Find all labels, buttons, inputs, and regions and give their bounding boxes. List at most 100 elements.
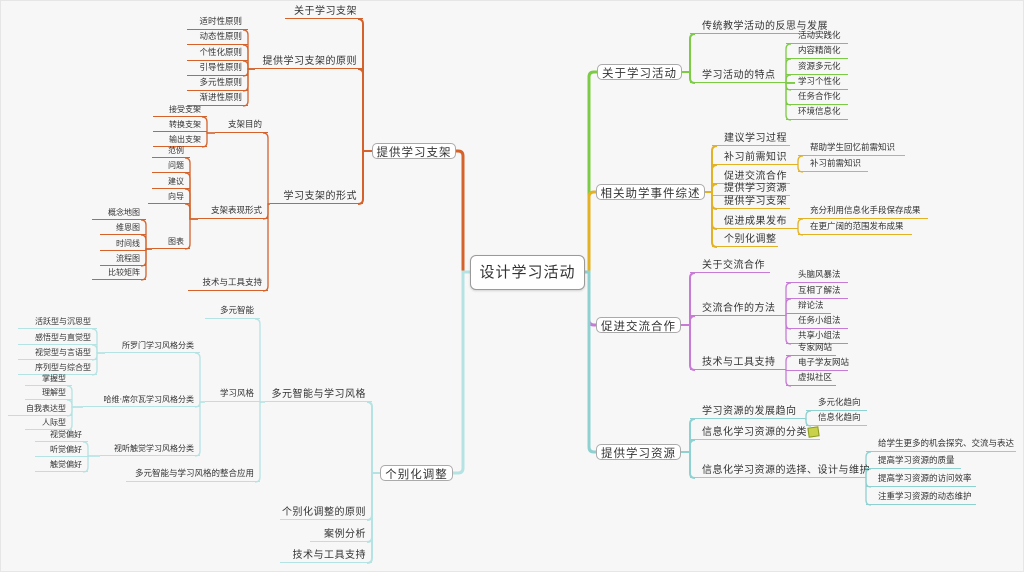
subtopic-node[interactable]: 输出支架 [153, 133, 207, 147]
subtopic-label: 向导 [168, 192, 184, 201]
subtopic-node[interactable]: 信息化学习资源的分类 [690, 426, 820, 440]
subtopic-node[interactable]: 给学生更多的机会探究、交流与表达 [866, 438, 1016, 452]
subtopic-node[interactable]: 补习前需知识 [712, 151, 798, 165]
subtopic-node[interactable]: 时间线 [100, 237, 146, 251]
subtopic-node[interactable]: 在更广阔的范围发布成果 [798, 221, 912, 235]
subtopic-node[interactable]: 任务合作化 [786, 91, 848, 105]
subtopic-node[interactable]: 环境信息化 [786, 106, 848, 120]
connector-line [785, 43, 795, 84]
connector-line [797, 218, 804, 229]
subtopic-node[interactable]: 多元化趋向 [806, 397, 867, 411]
subtopic-node[interactable]: 范例 [152, 144, 190, 158]
subtopic-node[interactable]: 触觉偏好 [35, 458, 88, 472]
connector-line [865, 451, 872, 478]
subtopic-node[interactable]: 向导 [148, 190, 190, 204]
subtopic-node[interactable]: 渐进性原则 [187, 92, 248, 106]
subtopic-node[interactable]: 个别化调整 [712, 233, 778, 247]
subtopic-node[interactable]: 学习支架的形式 [270, 190, 363, 204]
subtopic-node[interactable]: 建议学习过程 [712, 132, 790, 146]
subtopic-node[interactable]: 活跃型与沉思型 [18, 315, 97, 329]
subtopic-node[interactable]: 辩论法 [786, 300, 831, 314]
subtopic-node[interactable]: 个性化原则 [187, 47, 248, 61]
central-topic[interactable]: 设计学习活动 [470, 255, 585, 290]
subtopic-node[interactable]: 学习活动的特点 [690, 69, 795, 83]
subtopic-node[interactable]: 学习资源的发展趋向 [690, 405, 805, 419]
subtopic-node[interactable]: 序列型与综合型 [18, 361, 97, 375]
subtopic-node[interactable]: 提供学习支架 [712, 195, 790, 209]
subtopic-node[interactable]: 虚拟社区 [786, 372, 836, 386]
subtopic-node[interactable]: 多元智能与学习风格的整合应用 [126, 468, 260, 482]
subtopic-node[interactable]: 所罗门学习风格分类 [105, 339, 200, 353]
subtopic-node[interactable]: 互相了解法 [786, 285, 848, 299]
note-icon[interactable] [807, 426, 820, 438]
subtopic-node[interactable]: 流程图 [100, 252, 146, 266]
main-topic-box[interactable]: 提供学习支架 [372, 143, 456, 159]
subtopic-node[interactable]: 提供学习支架的原则 [255, 55, 363, 69]
subtopic-node[interactable]: 提高学习资源的质量 [866, 455, 961, 469]
subtopic-node[interactable]: 视觉偏好 [35, 428, 88, 442]
subtopic-node[interactable]: 多元性原则 [187, 77, 248, 91]
subtopic-node[interactable]: 任务小组法 [786, 315, 848, 329]
subtopic-node[interactable]: 哈维·席尔瓦学习风格分类 [83, 393, 200, 407]
subtopic-node[interactable]: 技术与工具支持 [280, 549, 372, 563]
subtopic-node[interactable]: 图表 [152, 235, 190, 249]
subtopic-node[interactable]: 多元智能与学习风格 [265, 388, 372, 402]
subtopic-node[interactable]: 资源多元化 [786, 61, 848, 75]
subtopic-node[interactable]: 提高学习资源的访问效率 [866, 473, 976, 487]
subtopic-node[interactable]: 传统教学活动的反思与发展 [690, 20, 830, 34]
subtopic-node[interactable]: 自我表达型 [8, 402, 72, 416]
subtopic-node[interactable]: 比较矩阵 [92, 266, 146, 280]
subtopic-node[interactable]: 电子学友网站 [786, 357, 849, 371]
subtopic-node[interactable]: 视听触觉学习风格分类 [100, 442, 200, 456]
subtopic-node[interactable]: 信息化趋向 [806, 412, 867, 426]
subtopic-node[interactable]: 学习个性化 [786, 76, 848, 90]
subtopic-node[interactable]: 人际型 [25, 416, 72, 430]
subtopic-node[interactable]: 信息化学习资源的选择、设计与维护 [690, 464, 870, 478]
subtopic-node[interactable]: 多元智能 [205, 305, 260, 319]
subtopic-node[interactable]: 充分利用信息化手段保存成果 [798, 205, 928, 219]
subtopic-node[interactable]: 关于学习支架 [285, 5, 363, 19]
subtopic-node[interactable]: 专家网站 [786, 342, 836, 356]
subtopic-node[interactable]: 问题 [152, 159, 190, 173]
subtopic-node[interactable]: 帮助学生回忆前需知识 [798, 142, 905, 156]
subtopic-node[interactable]: 支架目的 [215, 119, 268, 133]
subtopic-node[interactable]: 动态性原则 [187, 31, 248, 45]
subtopic-node[interactable]: 技术与工具支持 [690, 356, 786, 370]
subtopic-node[interactable]: 促进成果发布 [712, 215, 798, 229]
subtopic-node[interactable]: 活动实践化 [786, 30, 848, 44]
subtopic-node[interactable]: 引导性原则 [187, 62, 248, 76]
subtopic-node[interactable]: 建议 [152, 175, 190, 189]
subtopic-node[interactable]: 适时性原则 [187, 16, 248, 30]
main-topic-box[interactable]: 个别化调整 [380, 465, 453, 481]
subtopic-label: 关于交流合作 [702, 260, 765, 271]
subtopic-node[interactable]: 注重学习资源的动态维护 [866, 491, 976, 505]
subtopic-node[interactable]: 内容精简化 [786, 45, 848, 59]
subtopic-node[interactable]: 支架表现形式 [198, 205, 268, 219]
subtopic-node[interactable]: 促进交流合作 [712, 170, 790, 184]
main-topic-box[interactable]: 相关助学事件综述 [596, 184, 705, 200]
connector-line [681, 272, 696, 326]
main-topic-box[interactable]: 促进交流合作 [596, 317, 681, 333]
subtopic-node[interactable]: 学习风格 [205, 388, 260, 402]
subtopic-label: 给学生更多的机会探究、交流与表达 [878, 439, 1015, 449]
subtopic-node[interactable]: 感悟型与直觉型 [18, 331, 97, 345]
subtopic-node[interactable]: 掌握型 [25, 372, 72, 386]
subtopic-node[interactable]: 个别化调整的原则 [280, 506, 372, 520]
subtopic-node[interactable]: 概念地图 [92, 206, 146, 220]
subtopic-node[interactable]: 技术与工具支持 [188, 277, 268, 291]
subtopic-node[interactable]: 补习前需知识 [798, 158, 868, 172]
subtopic-node[interactable]: 理解型 [25, 386, 72, 400]
subtopic-node[interactable]: 视觉型与言语型 [18, 346, 97, 360]
subtopic-node[interactable]: 共享小组法 [786, 330, 848, 344]
subtopic-node[interactable]: 提供学习资源 [712, 182, 790, 196]
main-topic-box[interactable]: 关于学习活动 [597, 64, 682, 80]
subtopic-node[interactable]: 转换支架 [153, 118, 207, 132]
subtopic-node[interactable]: 关于交流合作 [690, 259, 770, 273]
subtopic-node[interactable]: 头脑风暴法 [786, 269, 848, 283]
subtopic-node[interactable]: 交流合作的方法 [690, 302, 786, 316]
main-topic-box[interactable]: 提供学习资源 [596, 444, 681, 460]
subtopic-node[interactable]: 听觉偏好 [35, 443, 88, 457]
subtopic-node[interactable]: 案例分析 [310, 528, 372, 542]
subtopic-node[interactable]: 接受支架 [153, 103, 207, 117]
subtopic-node[interactable]: 维恩图 [100, 221, 146, 235]
